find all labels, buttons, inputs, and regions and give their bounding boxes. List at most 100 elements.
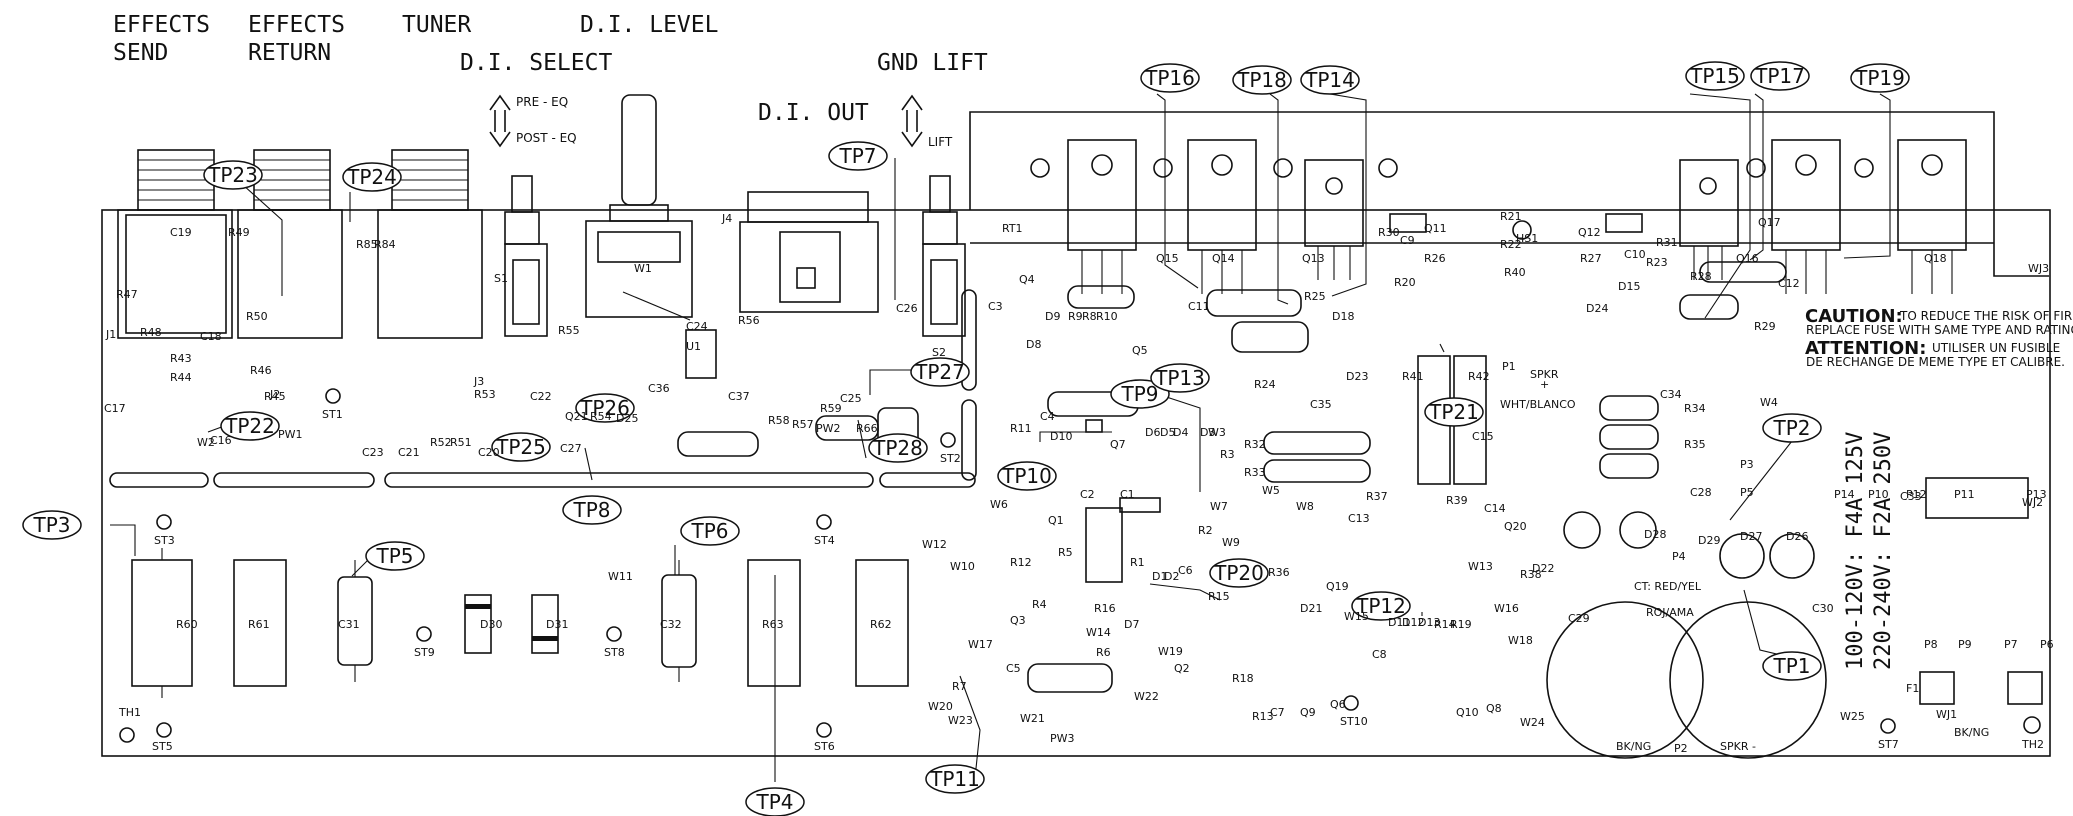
designator-r60: R60 [176,618,198,631]
designator-r34: R34 [1684,402,1706,415]
designator-c23: C23 [362,446,384,459]
test-point-tp17: TP17 [1750,61,1810,91]
effects-send-label-2: SEND [113,40,168,66]
designator-p13: P13 [2026,488,2047,501]
designator-w21: W21 [1020,712,1045,725]
designator-d5: D5 [1160,426,1175,439]
designator-q8: Q8 [1486,702,1502,715]
test-point-tp10: TP10 [997,461,1057,491]
designator-r15: R15 [1208,590,1230,603]
designator-r7: R7 [952,680,967,693]
designator-c4: C4 [1040,410,1055,423]
designator-j3: J3 [473,375,484,388]
test-point-tp15: TP15 [1685,61,1745,91]
designator-d1: D1 [1152,570,1167,583]
designator-d13: D13 [1418,616,1440,629]
designator-w11: W11 [608,570,633,583]
designator-c35: C35 [1310,398,1332,411]
designator-roj-ama: ROJ/AMA [1646,606,1694,619]
designator-c13: C13 [1348,512,1370,525]
test-point-tp12: TP12 [1351,591,1411,621]
designator-r46: R46 [250,364,272,377]
designator-p14: P14 [1834,488,1855,501]
designator-p5: P5 [1740,486,1754,499]
designator-r21: R21 [1500,210,1522,223]
designator-w23: W23 [948,714,973,727]
attention-text-2: DE RECHANGE DE MEME TYPE ET CALIBRE. [1806,355,2065,369]
caution-warning-block: CAUTION: TO REDUCE THE RISK OF FIRE, REP… [1805,306,2073,369]
designator-q11: Q11 [1424,222,1447,235]
designator-d12: D12 [1402,616,1424,629]
test-point-tp2: TP2 [1762,413,1822,443]
designator-r37: R37 [1366,490,1388,503]
designator-r26: R26 [1424,252,1446,265]
designator-hs1: HS1 [1516,232,1538,245]
designator-w4: W4 [1760,396,1778,409]
test-point-tp7: TP7 [828,141,888,171]
test-point-label: TP26 [579,396,630,420]
test-point-label: TP21 [1428,400,1479,424]
designator-r13: R13 [1252,710,1274,723]
designator-r27: R27 [1580,252,1602,265]
designator-r49: R49 [228,226,250,239]
designator-c21: C21 [398,446,420,459]
designator-c20: C20 [478,446,500,459]
designator-r32: R32 [1244,438,1266,451]
designator-d6: D6 [1145,426,1160,439]
designator-c32: C32 [660,618,682,631]
designator-w13: W13 [1468,560,1493,573]
designator-q17: Q17 [1758,216,1781,229]
designator-q14: Q14 [1212,252,1235,265]
designator-r28: R28 [1690,270,1712,283]
designator-c14: C14 [1484,502,1506,515]
test-point-tp3: TP3 [22,510,82,540]
designator-st6: ST6 [814,740,835,753]
designator-w8: W8 [1296,500,1314,513]
designator--: + [1540,378,1549,391]
effects-return-label-2: RETURN [248,40,331,66]
designator-c9: C9 [1400,234,1415,247]
test-point-tp1: TP1 [1762,651,1822,681]
designator-c17: C17 [104,402,126,415]
caution-title: CAUTION: [1805,306,1903,327]
designator-c27: C27 [560,442,582,455]
test-point-label: TP4 [755,790,793,814]
designator-c12: C12 [1778,277,1800,290]
test-point-tp13: TP13 [1150,363,1210,393]
test-point-tp26: TP26 [575,393,635,423]
caution-text-1: TO REDUCE THE RISK OF FIRE, [1899,309,2073,323]
designator-p11: P11 [1954,488,1975,501]
designator-c8: C8 [1372,648,1387,661]
test-point-tp21: TP21 [1424,397,1484,427]
designator-q20: Q20 [1504,520,1527,533]
designator-r16: R16 [1094,602,1116,615]
test-point-tp22: TP22 [220,411,280,441]
designator-st10: ST10 [1340,715,1368,728]
designator-pw2: PW2 [816,422,841,435]
designator-c30: C30 [1812,602,1834,615]
designator-d27: D27 [1740,530,1762,543]
test-point-label: TP28 [872,436,923,460]
bk-ng-label: BK/NG [1954,726,1989,739]
designator-d10: D10 [1050,430,1072,443]
designator-d29: D29 [1698,534,1720,547]
designator-c29: C29 [1568,612,1590,625]
designator-s2: S2 [932,346,946,359]
designator-d23: D23 [1346,370,1368,383]
designator-st5: ST5 [152,740,173,753]
designator-w5: W5 [1262,484,1280,497]
designator-q1: Q1 [1048,514,1064,527]
designator-c15: C15 [1472,430,1494,443]
gnd-lift-arrow-icon [901,94,923,148]
designator-d9: D9 [1045,310,1060,323]
designator-d8: D8 [1026,338,1041,351]
test-point-tp19: TP19 [1850,63,1910,93]
designator-r50: R50 [246,310,268,323]
standoffs [156,388,1896,738]
designator-q13: Q13 [1302,252,1325,265]
test-point-label: TP10 [1001,464,1052,488]
designator-c36: C36 [648,382,670,395]
designator-d31: D31 [546,618,568,631]
designator-q9: Q9 [1300,706,1316,719]
designator-th1: TH1 [118,706,141,719]
